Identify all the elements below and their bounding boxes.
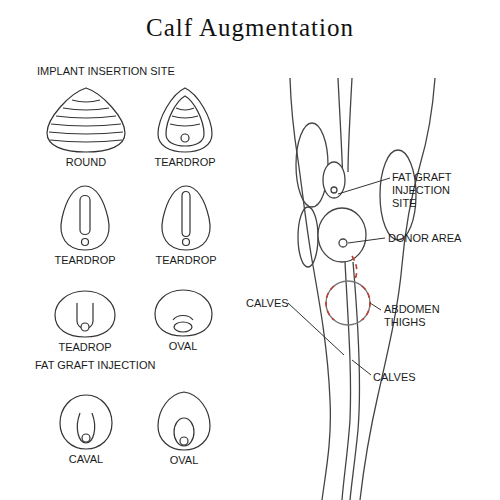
shape-line xyxy=(158,392,210,450)
graft-dashes xyxy=(362,286,370,320)
shape-line xyxy=(49,132,123,134)
leader-line xyxy=(288,303,344,355)
lower-muscle xyxy=(298,207,318,267)
implant-shape: TEARDROP xyxy=(141,186,231,267)
shape-outline xyxy=(58,186,112,250)
donor-point xyxy=(339,239,347,247)
implant-shape: OVAL xyxy=(138,290,228,353)
shape-line xyxy=(166,96,204,146)
shape-detail xyxy=(174,418,194,446)
graft-dashes xyxy=(326,286,334,320)
shape-caption: TEARDROP xyxy=(40,254,130,267)
implant-shape: TEARDROP xyxy=(40,186,130,267)
section-heading: FAT GRAFT INJECTION xyxy=(35,359,155,372)
shape-outline xyxy=(158,88,212,152)
callout-label: ABDOMEN THIGHS xyxy=(384,303,446,329)
insertion-point xyxy=(82,239,89,246)
shape-line xyxy=(77,413,94,443)
shape-outline xyxy=(47,88,125,152)
shape-line xyxy=(176,108,194,110)
leg-outline xyxy=(360,78,435,500)
shape-line xyxy=(170,124,200,126)
insertion-point xyxy=(181,134,189,142)
shape-caption: OVAL xyxy=(138,340,228,353)
implant-shape: OVAL xyxy=(139,392,229,467)
thigh-muscle xyxy=(296,123,328,207)
shape-line xyxy=(55,291,115,337)
shape-caption: ROUND xyxy=(41,156,131,169)
shape-line xyxy=(80,196,90,235)
shape-line xyxy=(47,88,125,152)
shape-caption: TEADROP xyxy=(40,341,130,354)
shape-outline xyxy=(158,392,210,450)
leader-line xyxy=(370,303,381,310)
callout-label: FAT GRAFT INJECTION SITE xyxy=(392,171,470,210)
shape-caption: CAVAL xyxy=(41,453,131,466)
shape-caption: OVAL xyxy=(139,454,229,467)
implant-shape: TEARDROP xyxy=(140,88,230,169)
shape-outline xyxy=(155,290,212,336)
insertion-point xyxy=(82,434,90,442)
shape-line xyxy=(172,116,198,118)
shape-line xyxy=(63,108,109,110)
graft-dashes xyxy=(352,256,357,281)
shape-line xyxy=(61,186,109,250)
callout-label: CALVES xyxy=(246,297,289,310)
leader-line xyxy=(338,178,390,194)
insertion-point xyxy=(81,323,89,331)
shape-caption: TEARDROP xyxy=(140,156,230,169)
shape-line xyxy=(50,140,122,142)
implant-shape: CAVAL xyxy=(41,395,131,466)
callout-label: CALVES xyxy=(373,371,416,384)
shape-line xyxy=(173,316,193,321)
leader-line xyxy=(348,238,385,243)
shape-line xyxy=(56,116,116,118)
shape-line xyxy=(72,100,100,102)
graft-circle xyxy=(326,281,370,325)
section-heading: IMPLANT INSERTION SITE xyxy=(37,65,175,78)
implant-shape: ROUND xyxy=(41,88,131,169)
shape-line xyxy=(60,395,112,449)
leader-line xyxy=(352,360,371,375)
shape-outline xyxy=(55,289,115,337)
shape-line xyxy=(51,124,121,126)
shape-line xyxy=(155,290,212,336)
insertion-point xyxy=(183,239,190,246)
callout-label: DONOR AREA xyxy=(388,232,461,245)
shape-line xyxy=(182,192,190,237)
shape-line xyxy=(158,88,212,152)
knee-outline xyxy=(318,208,366,262)
shape-outline xyxy=(159,186,213,250)
shape-line xyxy=(162,186,210,250)
injection-point xyxy=(331,187,337,193)
insertion-point xyxy=(180,437,188,445)
leg-outline xyxy=(290,78,330,500)
shape-detail xyxy=(174,322,192,332)
implant-shape: TEADROP xyxy=(40,289,130,354)
shape-caption: TEARDROP xyxy=(141,254,231,267)
shin-line xyxy=(348,78,360,500)
title: Calf Augmentation xyxy=(0,14,500,42)
shape-outline xyxy=(60,395,112,449)
